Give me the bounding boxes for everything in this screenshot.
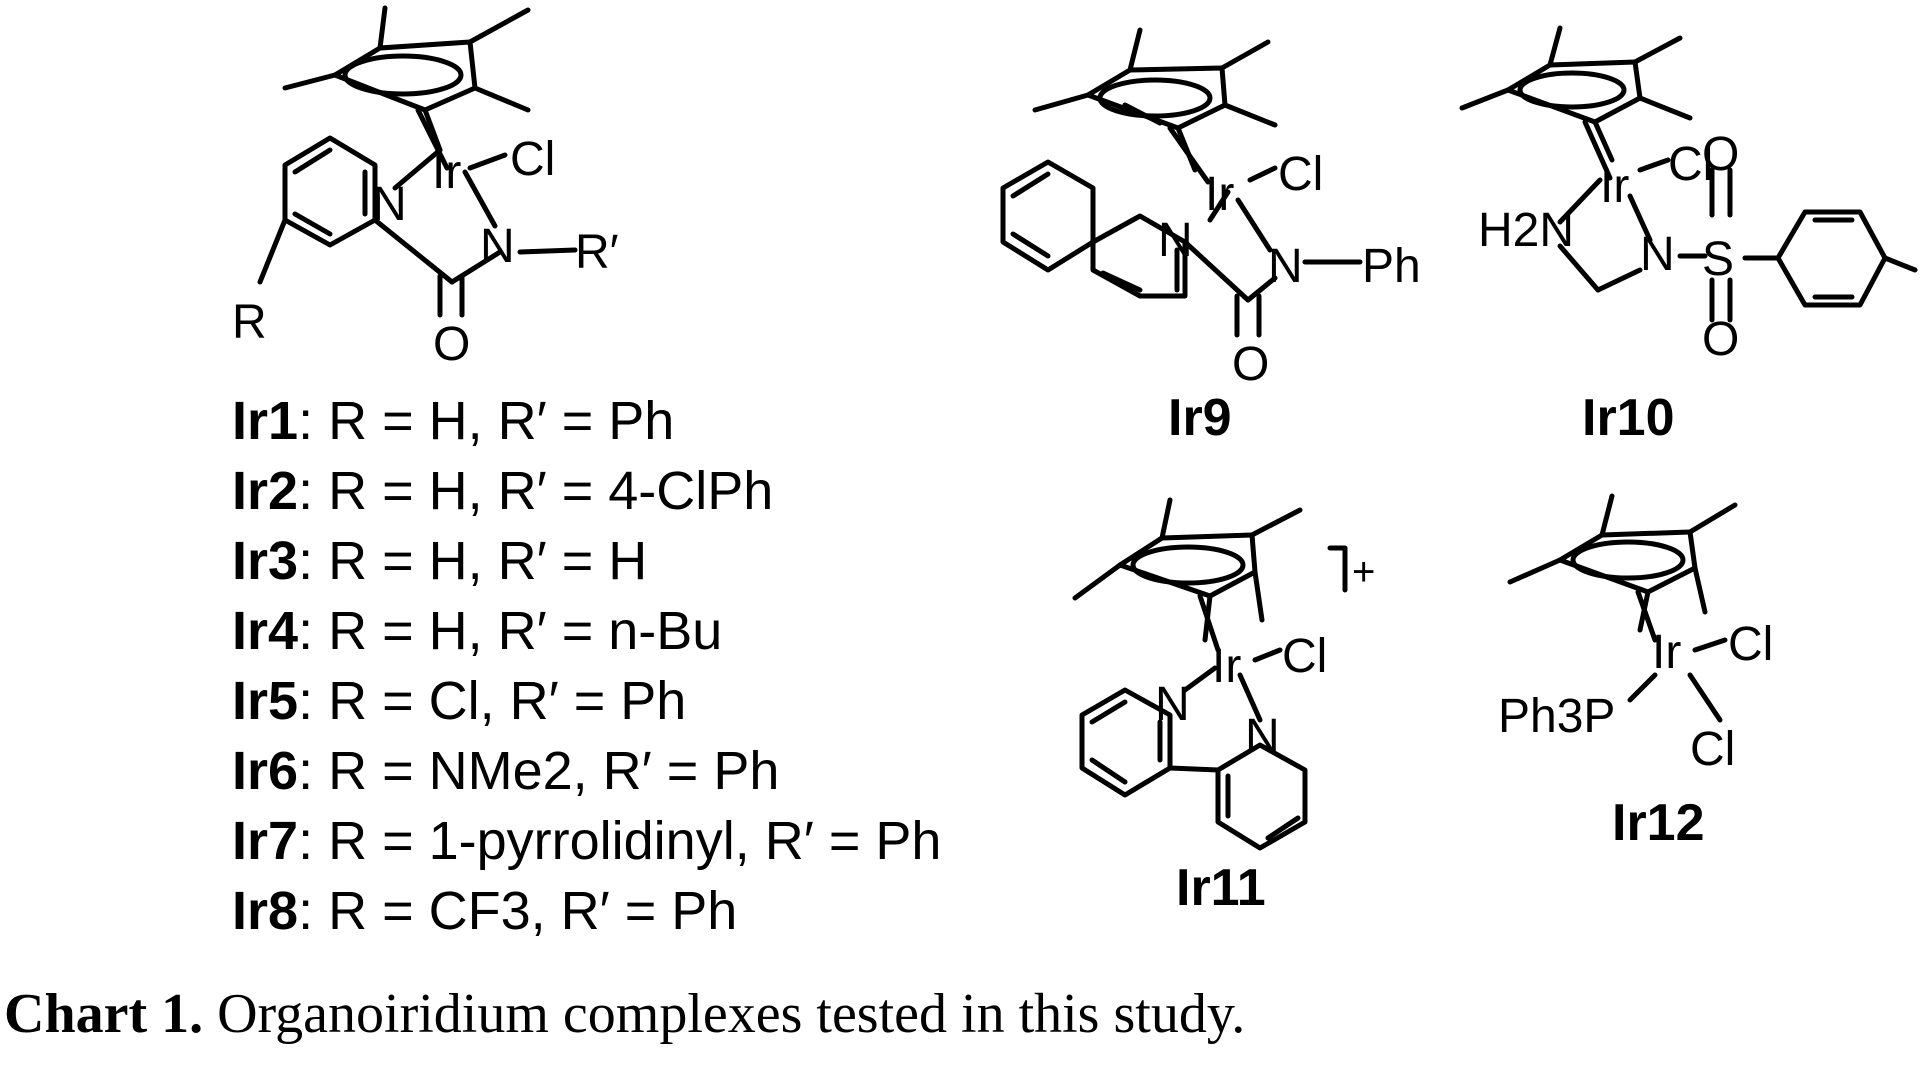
- atom-ir-12: Ir: [1652, 626, 1681, 679]
- label-ir10: Ir10: [1582, 389, 1675, 447]
- atom-n-bipy-left: N: [1155, 678, 1190, 731]
- atom-n-bipy-right: N: [1245, 710, 1280, 763]
- atom-n-sulfonamide: N: [1640, 228, 1675, 281]
- legend-desc: : R = NMe2, R′ = Ph: [298, 741, 780, 801]
- label-ir11: Ir11: [1176, 859, 1266, 917]
- atom-cl-12-bottom: Cl: [1690, 723, 1735, 776]
- atom-cl-9: Cl: [1278, 148, 1323, 201]
- cp-star-ring-ir12: [1507, 493, 1738, 633]
- legend-desc: : R = H, R′ = H: [298, 531, 648, 591]
- caption-text: Organoiridium complexes tested in this s…: [217, 983, 1246, 1045]
- label-ir9: Ir9: [1168, 389, 1232, 447]
- atom-n-quinoline: N: [1158, 214, 1193, 267]
- label-ir12: Ir12: [1612, 794, 1705, 852]
- atom-n-amide-a: N: [480, 220, 515, 273]
- legend-row-ir6: Ir6: R = NMe2, R′ = Ph: [232, 736, 941, 806]
- atom-r-prime: R′: [575, 226, 619, 279]
- legend-id: Ir7: [232, 811, 299, 871]
- atom-cl-a: Cl: [510, 133, 555, 186]
- legend-id: Ir2: [232, 461, 299, 521]
- atom-cl-10: Cl: [1668, 138, 1713, 191]
- atom-o-9: O: [1232, 338, 1269, 391]
- legend-row-ir3: Ir3: R = H, R′ = H: [232, 526, 941, 596]
- legend-row-ir1: Ir1: R = H, R′ = Ph: [232, 386, 941, 456]
- atom-o-a: O: [433, 318, 470, 371]
- atom-ph-9: Ph: [1362, 240, 1421, 293]
- quinoline-rings: [1000, 159, 1188, 299]
- cp-star-ring-a: [282, 5, 531, 153]
- legend-row-ir5: Ir5: R = Cl, R′ = Ph: [232, 666, 941, 736]
- legend-desc: : R = 1-pyrrolidinyl, R′ = Ph: [298, 811, 942, 871]
- tolyl-ring: [1775, 209, 1888, 308]
- cp-star-ring-ir9: [1032, 27, 1278, 173]
- legend-desc: : R = H, R′ = n-Bu: [298, 601, 723, 661]
- legend-id: Ir8: [232, 881, 299, 941]
- atom-cl-12-top: Cl: [1728, 618, 1773, 671]
- compound-legend: Ir1: R = H, R′ = Ph Ir2: R = H, R′ = 4-C…: [232, 386, 941, 946]
- atom-n-pyridine-a: N: [372, 178, 407, 231]
- legend-row-ir4: Ir4: R = H, R′ = n-Bu: [232, 596, 941, 666]
- atom-ir-a: Ir: [432, 146, 461, 199]
- atom-r: R: [232, 296, 267, 349]
- cp-star-ring-ir11: [1072, 497, 1303, 643]
- atom-cl-11: Cl: [1282, 630, 1327, 683]
- charge-plus: +: [1352, 550, 1375, 594]
- pyridine-ring-a: [282, 135, 378, 248]
- legend-desc: : R = CF3, R′ = Ph: [298, 881, 738, 941]
- legend-desc: : R = H, R′ = Ph: [298, 391, 675, 451]
- cp-star-ring-ir10: [1459, 25, 1693, 163]
- atom-h2n: H2N: [1478, 204, 1574, 257]
- legend-row-ir8: Ir8: R = CF3, R′ = Ph: [232, 876, 941, 946]
- atom-n-amide-9: N: [1268, 240, 1303, 293]
- legend-row-ir2: Ir2: R = H, R′ = 4-ClPh: [232, 456, 941, 526]
- figure-caption: Chart 1. Organoiridium complexes tested …: [4, 982, 1245, 1046]
- atom-o-10-bottom: O: [1702, 313, 1739, 366]
- legend-id: Ir1: [232, 391, 299, 451]
- atom-s: S: [1702, 233, 1734, 286]
- atom-ir-11: Ir: [1212, 640, 1241, 693]
- atom-o-10-top: O: [1702, 128, 1739, 181]
- legend-id: Ir4: [232, 601, 299, 661]
- atom-ph3p: Ph3P: [1498, 690, 1615, 743]
- legend-row-ir7: Ir7: R = 1-pyrrolidinyl, R′ = Ph: [232, 806, 941, 876]
- atom-ir-10: Ir: [1600, 160, 1629, 213]
- legend-id: Ir5: [232, 671, 299, 731]
- legend-desc: : R = H, R′ = 4-ClPh: [298, 461, 774, 521]
- legend-id: Ir3: [232, 531, 299, 591]
- caption-label: Chart 1.: [4, 983, 204, 1045]
- atom-ir-9: Ir: [1205, 168, 1234, 221]
- legend-id: Ir6: [232, 741, 299, 801]
- legend-desc: : R = Cl, R′ = Ph: [298, 671, 687, 731]
